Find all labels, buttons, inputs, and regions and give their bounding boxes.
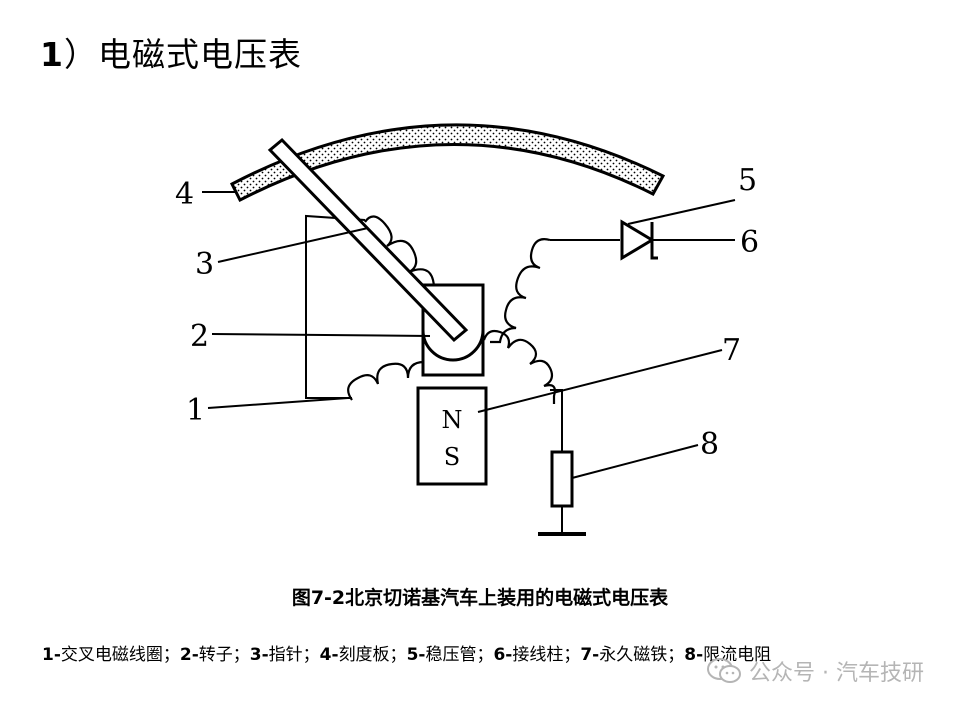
coil-lower-right (482, 329, 556, 404)
watermark-text: 公众号 · 汽车技研 (749, 661, 924, 686)
legend-item: 2-转子； (179, 645, 250, 665)
legend-item: 3-指针； (249, 645, 320, 665)
resistor-wire (550, 389, 563, 452)
rotor (421, 329, 485, 362)
scale-plate (229, 123, 666, 203)
label-6: 6 (740, 225, 759, 260)
pointer-needle (267, 137, 469, 343)
magnet-n-label: N (442, 406, 463, 434)
label-8: 8 (700, 427, 719, 462)
title-bracket: ） (63, 35, 98, 74)
legend-item: 5-稳压管； (406, 645, 494, 665)
legend-item: 7-永久磁铁； (580, 645, 685, 665)
magnet-s-label: S (444, 443, 460, 471)
watermark: 公众号 · 汽车技研 (707, 655, 924, 687)
label-2: 2 (190, 319, 209, 354)
figure-caption: 图7-2北京切诺基汽车上装用的电磁式电压表 (291, 587, 669, 609)
wechat-icon (707, 658, 742, 683)
leader-lines (202, 191, 736, 479)
coil-upper-right (490, 238, 551, 344)
legend: 1-交叉电磁线圈；2-转子；3-指针；4-刻度板；5-稳压管；6-接线柱；7-永… (42, 640, 771, 665)
zener-diode (620, 219, 658, 261)
label-4: 4 (175, 177, 194, 212)
page-title: 1）电磁式电压表 (40, 28, 302, 76)
legend-item: 4-刻度板； (319, 645, 407, 665)
label-5: 5 (738, 163, 757, 198)
coil-lower-left (347, 357, 431, 401)
coil-wire-left (305, 214, 366, 399)
legend-item: 1-交叉电磁线圈； (42, 645, 180, 665)
label-1: 1 (186, 393, 205, 428)
label-3: 3 (195, 247, 214, 282)
title-text: 电磁式电压表 (97, 35, 302, 74)
label-7: 7 (722, 333, 741, 368)
voltmeter-diagram: N S 4 3 2 1 5 6 7 8 (175, 123, 759, 536)
title-number: 1 (40, 35, 64, 74)
legend-item: 6-接线柱； (493, 645, 581, 665)
permanent-magnet (416, 386, 488, 486)
current-limit-resistor (550, 450, 574, 508)
